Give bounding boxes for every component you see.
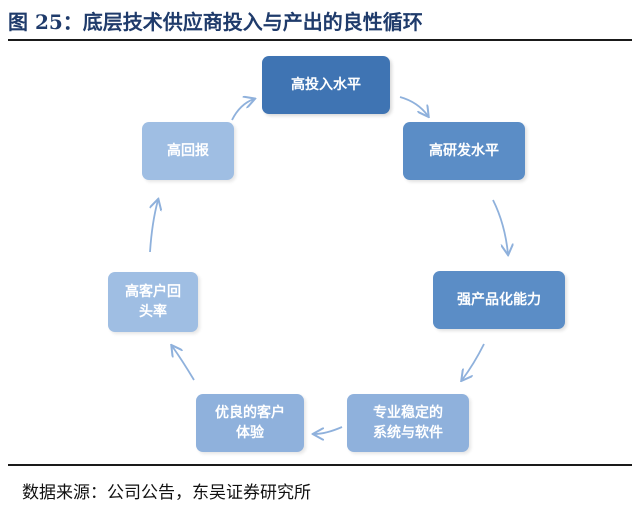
node-high-rnd: 高研发水平 [403,122,525,180]
arrow-rnd-to-productization [492,199,508,254]
arrow-investment-to-rnd [399,96,428,116]
node-strong-productization: 强产品化能力 [433,271,565,329]
arrow-system-to-experience [314,426,343,434]
arrow-productization-to-system [462,343,485,380]
cycle-arrows [149,42,640,462]
arrow-return-to-investment [231,99,254,121]
cycle-diagram: 高投入水平 高研发水平 强产品化能力 专业稳定的 系统与软件 优良的客户 体验 … [0,42,640,462]
bottom-rule [8,464,632,466]
arrow-experience-to-repurchase [172,346,195,381]
node-high-repurchase: 高客户回 头率 [108,272,198,332]
node-high-return: 高回报 [142,122,234,180]
arrow-repurchase-to-return [149,200,158,253]
node-professional-stable-system: 专业稳定的 系统与软件 [347,394,469,452]
node-good-customer-experience: 优良的客户 体验 [196,394,304,452]
node-high-investment: 高投入水平 [262,56,390,114]
figure-title: 图 25：底层技术供应商投入与产出的良性循环 [8,10,423,34]
source-note: 数据来源：公司公告，东吴证券研究所 [22,483,311,503]
top-rule [8,39,632,41]
